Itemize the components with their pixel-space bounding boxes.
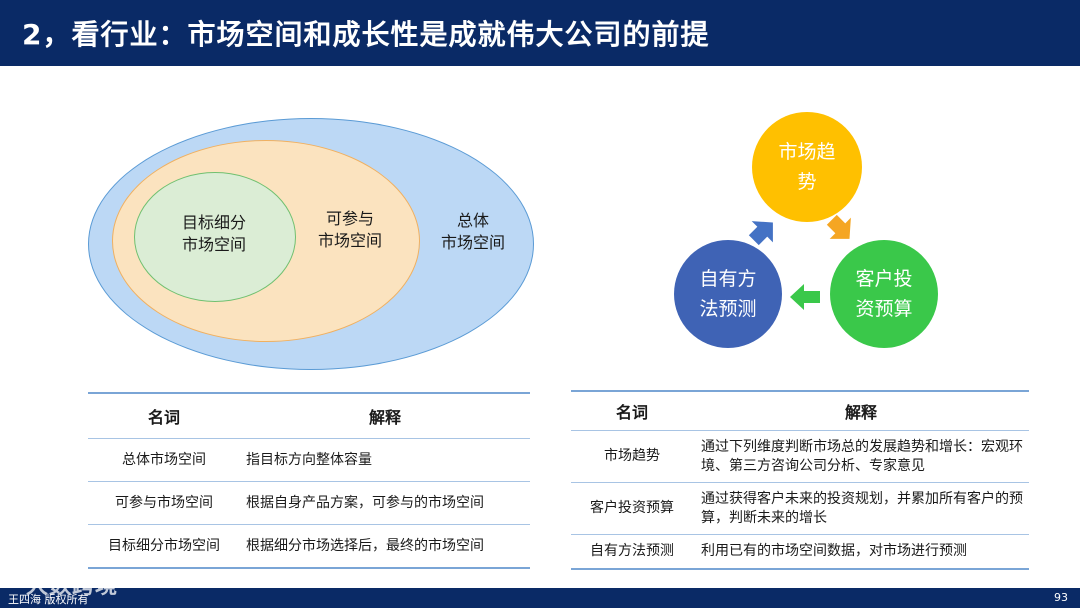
table-header-term: 名词 <box>88 392 240 439</box>
table-header-row: 名词 解释 <box>571 390 1029 431</box>
page-title: 2，看行业：市场空间和成长性是成就伟大公司的前提 <box>22 18 710 51</box>
table-header-explanation: 解释 <box>693 390 1029 431</box>
target-market-ellipse <box>134 172 296 302</box>
table-header-term: 名词 <box>571 390 693 431</box>
table-header-explanation: 解释 <box>240 392 530 439</box>
market-trend-node: 市场趋 势 <box>752 112 862 222</box>
table-cell-term: 市场趋势 <box>571 430 693 483</box>
table-cell-term: 目标细分市场空间 <box>88 524 240 569</box>
self-forecast-node: 自有方 法预测 <box>674 240 782 348</box>
client-budget-node: 客户投 资预算 <box>830 240 938 348</box>
table-cell-explanation: 指目标方向整体容量 <box>240 438 530 482</box>
forecast-method-table: 名词 解释 市场趋势 通过下列维度判断市场总的发展趋势和增长：宏观环境、第三方咨… <box>571 390 1029 570</box>
table-cell-explanation: 通过获得客户未来的投资规划，并累加所有客户的预算，判断未来的增长 <box>693 482 1029 535</box>
table-cell-explanation: 根据细分市场选择后，最终的市场空间 <box>240 524 530 569</box>
page-number: 93 <box>1054 591 1068 604</box>
market-trend-label: 市场趋 势 <box>778 141 836 193</box>
table-cell-term: 自有方法预测 <box>571 534 693 570</box>
target-market-label: 目标细分 市场空间 <box>181 213 246 254</box>
arrow-client-to-self-icon <box>790 284 820 310</box>
table-row: 可参与市场空间 根据自身产品方案，可参与的市场空间 <box>88 481 530 525</box>
copyright-text: 王四海 版权所有 <box>8 593 89 606</box>
watermark-text: 大数跨境 <box>26 574 119 599</box>
table-header-row: 名词 解释 <box>88 392 530 439</box>
watermark-logo-icon: k∞ <box>8 572 29 588</box>
table-cell-explanation: 通过下列维度判断市场总的发展趋势和增长：宏观环境、第三方咨询公司分析、专家意见 <box>693 430 1029 483</box>
table-row: 客户投资预算 通过获得客户未来的投资规划，并累加所有客户的预算，判断未来的增长 <box>571 482 1029 535</box>
table-cell-term: 总体市场空间 <box>88 438 240 482</box>
table-cell-term: 可参与市场空间 <box>88 481 240 525</box>
table-row: 自有方法预测 利用已有的市场空间数据，对市场进行预测 <box>571 534 1029 570</box>
self-forecast-label: 自有方 法预测 <box>699 268 757 320</box>
table-row: 目标细分市场空间 根据细分市场选择后，最终的市场空间 <box>88 524 530 569</box>
table-cell-explanation: 利用已有的市场空间数据，对市场进行预测 <box>693 534 1029 570</box>
total-market-label: 总体 市场空间 <box>440 211 505 252</box>
table-cell-explanation: 根据自身产品方案，可参与的市场空间 <box>240 481 530 525</box>
footer-bar: 王四海 版权所有 93 <box>0 588 1080 608</box>
serviceable-market-label: 可参与 市场空间 <box>317 209 382 250</box>
title-bar: 2，看行业：市场空间和成长性是成就伟大公司的前提 <box>0 0 1080 66</box>
table-row: 总体市场空间 指目标方向整体容量 <box>88 438 530 482</box>
arrow-self-to-trend-icon <box>748 221 773 246</box>
table-cell-term: 客户投资预算 <box>571 482 693 535</box>
table-row: 市场趋势 通过下列维度判断市场总的发展趋势和增长：宏观环境、第三方咨询公司分析、… <box>571 430 1029 483</box>
arrow-trend-to-client-icon <box>826 214 851 239</box>
client-budget-label: 客户投 资预算 <box>855 268 913 320</box>
market-space-table: 名词 解释 总体市场空间 指目标方向整体容量 可参与市场空间 根据自身产品方案，… <box>88 392 530 569</box>
